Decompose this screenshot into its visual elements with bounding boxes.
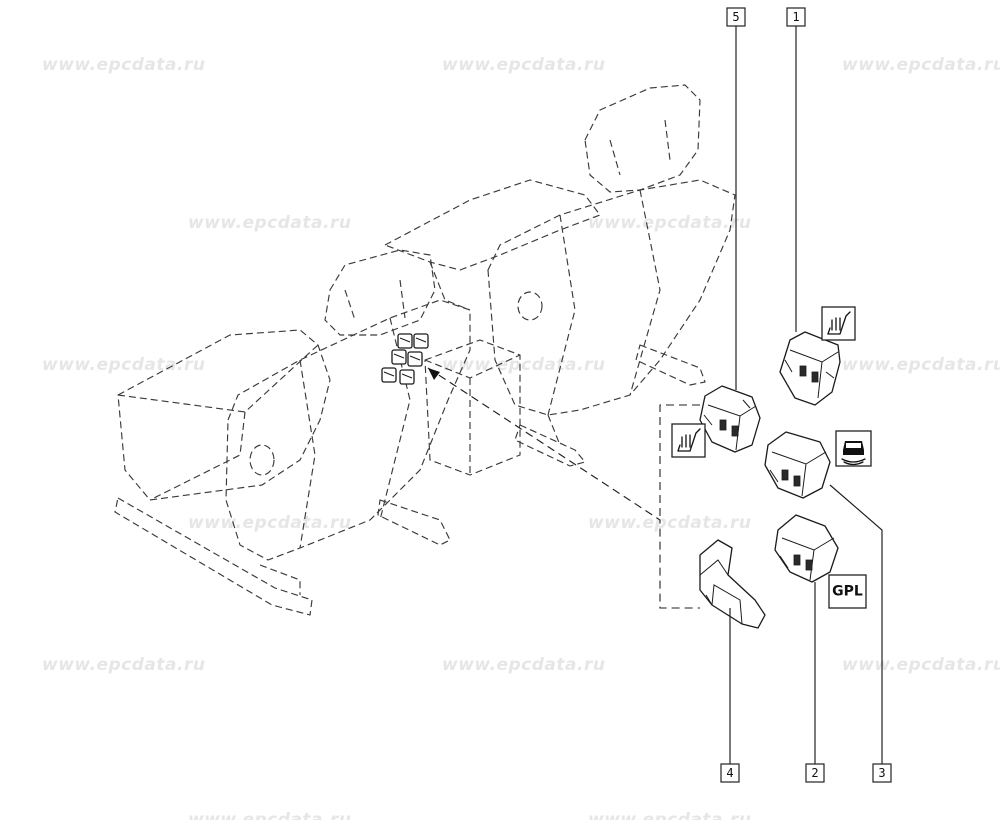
assembly-leader: [427, 367, 700, 609]
watermark-text: www.epcdata.ru: [588, 513, 751, 533]
watermark-text: www.epcdata.ru: [188, 213, 351, 233]
center-console: [424, 339, 521, 476]
gpl-fuel-icon: GPL: [828, 574, 867, 609]
seat-cushion-right: [384, 179, 601, 271]
part-2-switch: [774, 514, 839, 583]
callout-5: 5: [726, 7, 746, 27]
svg-text:5: 5: [732, 10, 739, 24]
part-3-switch: [764, 431, 831, 499]
watermark-text: www.epcdata.ru: [42, 355, 205, 375]
headrest-right: [584, 84, 701, 193]
svg-text:1: 1: [792, 10, 799, 24]
callout-1: 1: [786, 7, 806, 27]
svg-text:4: 4: [726, 766, 733, 780]
watermark-text: www.epcdata.ru: [442, 55, 605, 75]
rail-mid: [377, 499, 451, 546]
seat-heater-icon: [671, 423, 706, 458]
dashed-leader-vertical: [659, 404, 700, 520]
leader-3: [829, 484, 883, 764]
rail-right-1: [635, 344, 706, 386]
rail-left-1: [114, 497, 313, 616]
parking-sensor-icon: [835, 430, 872, 467]
part-1-switch: [779, 331, 841, 406]
watermark-text: www.epcdata.ru: [42, 655, 205, 675]
watermark-text: www.epcdata.ru: [442, 355, 605, 375]
watermarks: www.epcdata.ru www.epcdata.ru www.epcdat…: [42, 55, 1000, 820]
svg-text:3: 3: [878, 766, 885, 780]
svg-text:2: 2: [811, 766, 818, 780]
seat-back-right: [487, 179, 736, 416]
watermark-text: www.epcdata.ru: [442, 655, 605, 675]
gpl-label: GPL: [832, 584, 863, 600]
watermark-text: www.epcdata.ru: [842, 355, 1000, 375]
callout-2: 2: [805, 763, 825, 783]
watermark-text: www.epcdata.ru: [188, 810, 351, 820]
seat-knob-left: [249, 444, 275, 476]
part-4-blank-cover: [699, 539, 766, 629]
callout-4: 4: [720, 763, 740, 783]
watermark-text: www.epcdata.ru: [188, 513, 351, 533]
callout-3: 3: [872, 763, 892, 783]
rail-right-2: [514, 424, 586, 467]
watermark-text: www.epcdata.ru: [588, 810, 751, 820]
seat-heater-icon: [821, 306, 856, 341]
seat-cushion-left-top: [117, 344, 319, 501]
watermark-text: www.epcdata.ru: [842, 655, 1000, 675]
leader-lines: [729, 26, 883, 764]
seat-back-left: [225, 299, 471, 561]
watermark-text: www.epcdata.ru: [842, 55, 1000, 75]
phantom-seats: [114, 84, 736, 616]
arrow-head: [428, 368, 440, 380]
seat-cushion-left: [117, 329, 331, 501]
dashed-leader: [427, 367, 700, 609]
seat-knob-right: [517, 291, 543, 321]
seat-back-left-inner: [299, 317, 411, 549]
rail-left-2: [259, 564, 301, 595]
watermark-text: www.epcdata.ru: [588, 213, 751, 233]
headrest-left: [324, 249, 436, 336]
seat-back-right-inner: [547, 189, 661, 416]
watermark-text: www.epcdata.ru: [42, 55, 205, 75]
switch-cluster-on-seat: [381, 333, 429, 385]
part-5-switch: [699, 385, 761, 453]
